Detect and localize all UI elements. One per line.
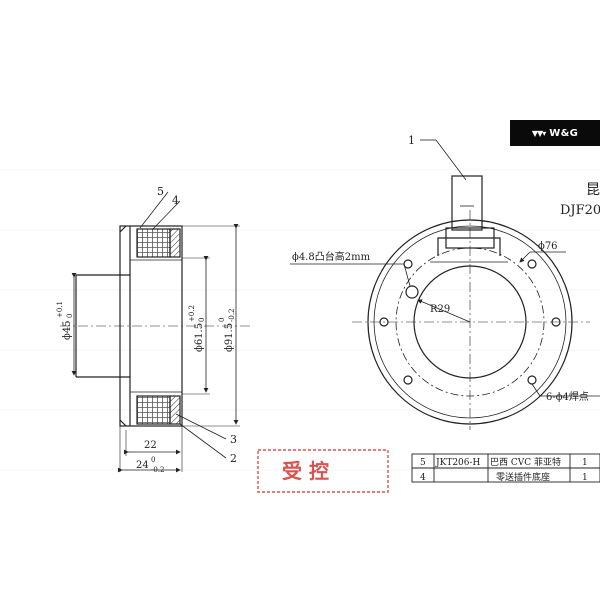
front-view bbox=[290, 139, 600, 430]
bom-table bbox=[411, 453, 600, 483]
bom-desc: 巴西 CVC 菲亚特 bbox=[490, 456, 561, 468]
dim-phi45-tol-upper: +0.1 bbox=[56, 301, 64, 318]
dim-phi91-5: ϕ91.5 bbox=[224, 323, 235, 352]
paper-grid bbox=[0, 169, 600, 471]
callout-5: 5 bbox=[157, 185, 164, 198]
table-row: 5 JKT206-H 巴西 CVC 菲亚特 1 bbox=[420, 456, 588, 468]
front-view-labels: 1 ϕ4.8凸台高2mm R29 ϕ76 6-ϕ4焊点 昆 DJF20 bbox=[292, 134, 600, 403]
title-partial-1: 昆 bbox=[586, 182, 600, 198]
callout-1: 1 bbox=[408, 134, 415, 147]
dim-width-24-tol-lower: -0.2 bbox=[151, 466, 165, 474]
dim-phi61-5: ϕ61.5 bbox=[194, 323, 205, 352]
dim-phi91-5-tol-lower: -0.2 bbox=[228, 309, 236, 323]
dim-width-24-tol-upper: 0 bbox=[151, 456, 155, 464]
weld-points-label: 6-ϕ4焊点 bbox=[546, 391, 589, 403]
dim-phi91-5-tol-upper: 0 bbox=[218, 318, 226, 322]
side-section-view bbox=[60, 191, 250, 473]
brand-logo: ▼▼▾ W&G bbox=[510, 120, 600, 146]
dim-phi61-5-tol-upper: +0.2 bbox=[188, 305, 196, 322]
dim-phi61-5-tol-lower: 0 bbox=[198, 318, 206, 322]
stamp-text: 受 控 bbox=[282, 459, 329, 483]
side-view-labels: 5 4 3 2 ϕ45 +0.1 0 ϕ61.5 +0.2 0 ϕ91.5 0 … bbox=[56, 185, 237, 474]
table-row: 4 零送插件底座 1 bbox=[420, 471, 588, 483]
callout-3: 3 bbox=[230, 433, 237, 446]
bom-no: 5 bbox=[420, 458, 426, 468]
bom-qty: 1 bbox=[582, 473, 588, 483]
dim-phi45-tol-lower: 0 bbox=[66, 314, 74, 318]
bom-rows: 5 JKT206-H 巴西 CVC 菲亚特 1 4 零送插件底座 1 bbox=[420, 456, 588, 483]
logo-text: W&G bbox=[549, 127, 579, 139]
bom-desc: 零送插件底座 bbox=[496, 471, 550, 483]
dim-phi45: ϕ45 bbox=[62, 320, 73, 340]
boss-label: ϕ4.8凸台高2mm bbox=[292, 250, 371, 263]
bom-code: JKT206-H bbox=[435, 458, 481, 468]
d76-label: ϕ76 bbox=[538, 241, 558, 252]
logo-mark-icon: ▼▼▾ bbox=[531, 128, 546, 138]
callout-2: 2 bbox=[230, 452, 237, 465]
title-partial-2: DJF20 bbox=[560, 203, 600, 218]
bom-qty: 1 bbox=[582, 458, 588, 468]
dim-width-22: 22 bbox=[144, 440, 157, 451]
bom-no: 4 bbox=[420, 473, 426, 483]
r29-label: R29 bbox=[430, 304, 450, 315]
control-stamp: 受 控 bbox=[257, 449, 389, 493]
callout-4: 4 bbox=[172, 194, 179, 207]
dim-width-24: 24 bbox=[136, 460, 149, 471]
